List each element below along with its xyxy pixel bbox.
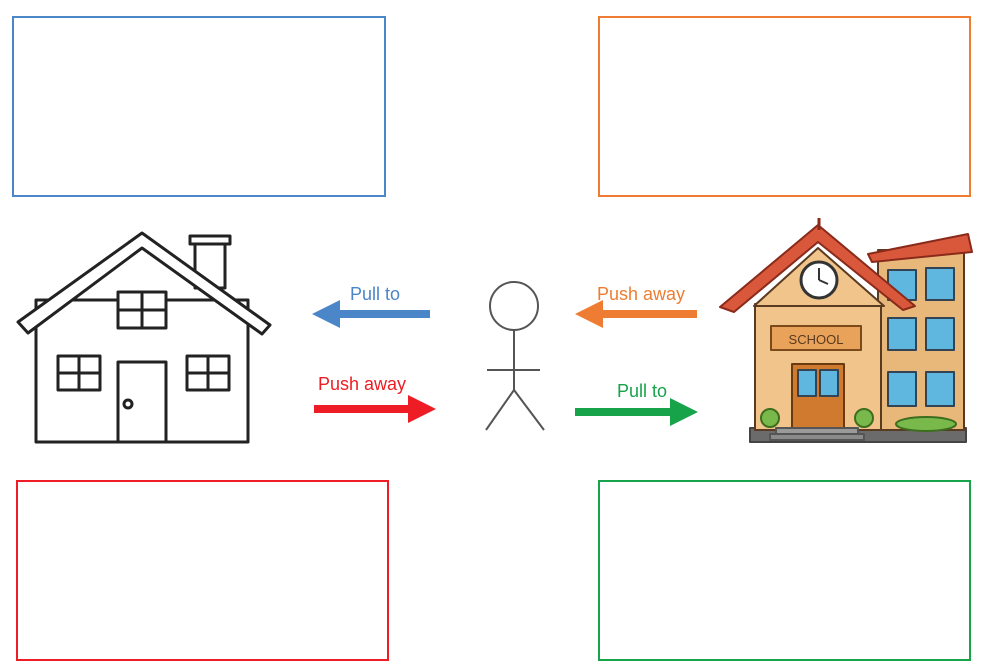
home-pull-label: Pull to	[350, 284, 401, 304]
school-push-box[interactable]	[598, 16, 971, 197]
push-away-school-arrow	[575, 300, 697, 328]
home-push-box[interactable]	[16, 480, 389, 661]
home-pull-box[interactable]	[12, 16, 386, 197]
school-building-icon	[719, 218, 973, 443]
school-pull-box[interactable]	[598, 480, 971, 661]
pull-to-home-arrow	[312, 300, 430, 328]
school-pull-label: Pull to	[617, 381, 668, 401]
pull-to-school-arrow	[575, 398, 698, 426]
house-icon	[16, 231, 272, 444]
home-push-label: Push away	[318, 374, 407, 394]
push-away-home-arrow	[314, 395, 436, 423]
stick-figure-icon	[485, 281, 545, 431]
school-push-label: Push away	[597, 284, 686, 304]
school-sign: SCHOOL	[789, 332, 844, 347]
